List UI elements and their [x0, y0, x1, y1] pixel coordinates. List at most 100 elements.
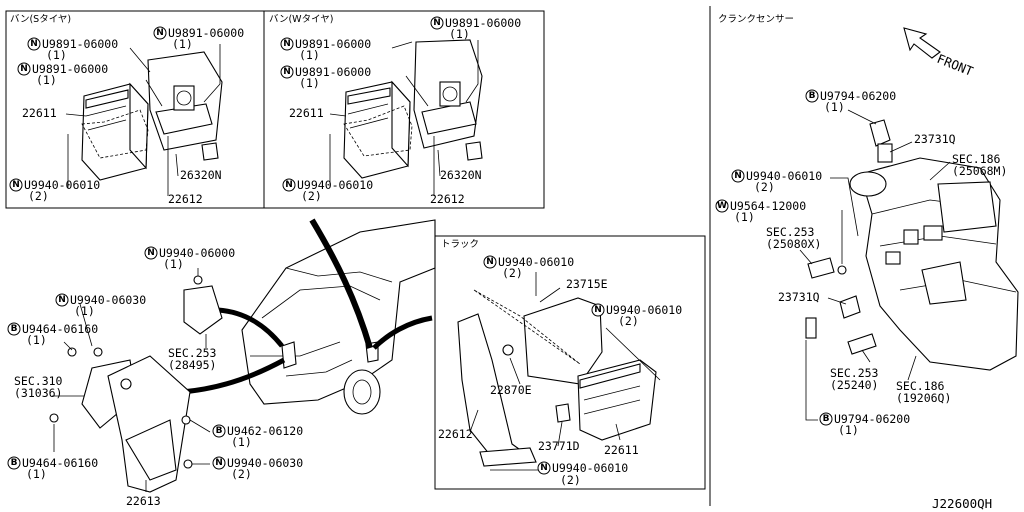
svg-text:(1): (1): [26, 467, 47, 481]
svg-text:N: N: [12, 180, 20, 190]
svg-text:U9891-06000: U9891-06000: [445, 16, 521, 30]
svg-text:B: B: [11, 324, 18, 334]
svg-text:U9940-06010: U9940-06010: [606, 303, 682, 317]
svg-text:U9794-06200: U9794-06200: [834, 412, 910, 426]
callout-m8: N U9940-06030 (2): [212, 456, 303, 481]
svg-text:N: N: [283, 39, 291, 49]
svg-text:U9462-06120: U9462-06120: [227, 424, 303, 438]
callout-c10: B U9794-06200 (1): [819, 412, 910, 437]
svg-text:N: N: [20, 64, 28, 74]
callout-vs2: N U9891-06000 (1): [153, 26, 244, 51]
svg-text:SEC.253: SEC.253: [766, 225, 815, 239]
truck-panel-frame: [434, 235, 706, 490]
svg-text:SEC.186: SEC.186: [896, 379, 945, 393]
svg-text:W: W: [717, 201, 727, 211]
svg-text:(1): (1): [824, 100, 845, 114]
diagram-code: J22600QH: [932, 496, 992, 511]
callout-m9: 22613: [126, 494, 161, 508]
svg-text:(1): (1): [74, 304, 95, 318]
van-w-ecm-drawing: [343, 39, 483, 179]
front-direction-arrow: FRONT: [903, 27, 976, 79]
callout-c6: SEC.253 (25080X): [766, 225, 821, 251]
crank-sensors-drawing: [805, 119, 893, 355]
svg-text:N: N: [594, 305, 602, 315]
svg-text:N: N: [147, 248, 155, 258]
callout-t2: 23715E: [566, 277, 608, 291]
callout-c1: B U9794-06200 (1): [805, 89, 896, 114]
svg-text:U9794-06200: U9794-06200: [820, 89, 896, 103]
svg-text:(2): (2): [231, 467, 252, 481]
svg-text:(1): (1): [231, 435, 252, 449]
svg-text:(28495): (28495): [168, 358, 216, 372]
truck-title: トラック: [441, 239, 479, 250]
svg-text:U9464-06160: U9464-06160: [22, 322, 98, 336]
crank-title: クランクセンサー: [718, 14, 794, 25]
callout-vw3: N U9891-06000 (1): [280, 65, 371, 90]
callout-vs3: N U9891-06000 (1): [17, 62, 108, 87]
callout-t4: 22870E: [490, 383, 532, 397]
svg-text:N: N: [433, 18, 441, 28]
callout-m3: B U9464-06160 (1): [7, 322, 98, 347]
vehicle-drawing: [241, 219, 436, 415]
svg-text:(2): (2): [560, 473, 581, 487]
truck-ecm-drawing: [457, 289, 657, 467]
svg-text:U9891-06000: U9891-06000: [295, 65, 371, 79]
callout-vw2: N U9891-06000 (1): [430, 16, 521, 41]
svg-text:(1): (1): [172, 37, 193, 51]
svg-text:N: N: [285, 180, 293, 190]
svg-text:(2): (2): [301, 189, 322, 203]
svg-text:SEC.253: SEC.253: [168, 346, 217, 360]
svg-text:U9940-06030: U9940-06030: [70, 293, 146, 307]
svg-text:(2): (2): [754, 180, 775, 194]
callout-m1: N U9940-06000 (1): [144, 246, 235, 271]
svg-text:(1): (1): [449, 27, 470, 41]
svg-text:B: B: [11, 458, 18, 468]
svg-text:N: N: [283, 67, 291, 77]
van-panel-frame: [5, 10, 545, 209]
svg-text:U9940-06010: U9940-06010: [746, 169, 822, 183]
svg-text:SEC.310: SEC.310: [14, 374, 63, 388]
svg-text:U9940-06010: U9940-06010: [552, 461, 628, 475]
vehicle-pointer-arrows: [181, 218, 433, 395]
svg-text:SEC.253: SEC.253: [830, 366, 879, 380]
svg-text:U9891-06000: U9891-06000: [42, 37, 118, 51]
svg-text:U9940-06010: U9940-06010: [297, 178, 373, 192]
callout-m5: SEC.310 (31036): [14, 374, 63, 400]
callout-c2: 23731Q: [914, 132, 956, 146]
callout-vs5: N U9940-06010 (2): [9, 178, 100, 203]
leader-lines: [52, 40, 951, 492]
svg-text:N: N: [734, 171, 742, 181]
svg-text:(1): (1): [299, 76, 320, 90]
callout-c4: N U9940-06010 (2): [731, 169, 822, 194]
svg-text:U9464-06160: U9464-06160: [22, 456, 98, 470]
svg-text:N: N: [156, 28, 164, 38]
callout-t6: 23771D: [538, 439, 580, 453]
svg-text:U9891-06000: U9891-06000: [32, 62, 108, 76]
svg-text:(25068M): (25068M): [952, 164, 1007, 178]
van-s-title: バン(Sタイヤ): [10, 14, 71, 25]
svg-text:N: N: [215, 458, 223, 468]
svg-text:(2): (2): [618, 314, 639, 328]
callout-c8: SEC.253 (25240): [830, 366, 879, 392]
svg-text:(19206Q): (19206Q): [896, 391, 951, 405]
svg-text:(2): (2): [502, 266, 523, 280]
svg-text:U9940-06010: U9940-06010: [24, 178, 100, 192]
callout-vw6: 26320N: [440, 168, 482, 182]
svg-text:(2): (2): [28, 189, 49, 203]
svg-text:U9891-06000: U9891-06000: [295, 37, 371, 51]
callout-vs6: 26320N: [180, 168, 222, 182]
callout-m7: B U9464-06160 (1): [7, 456, 98, 481]
svg-text:N: N: [58, 295, 66, 305]
callout-vs1: N U9891-06000 (1): [27, 37, 118, 62]
callout-vw1: N U9891-06000 (1): [280, 37, 371, 62]
svg-text:U9564-12000: U9564-12000: [730, 199, 806, 213]
callout-labels: N U9891-06000 (1) N U9891-06000 (1) N U9…: [7, 16, 1007, 508]
svg-text:B: B: [216, 426, 223, 436]
svg-text:(25240): (25240): [830, 378, 878, 392]
van-s-ecm-drawing: [81, 51, 223, 181]
svg-text:U9891-06000: U9891-06000: [168, 26, 244, 40]
svg-text:B: B: [823, 414, 830, 424]
svg-text:U9940-06000: U9940-06000: [159, 246, 235, 260]
